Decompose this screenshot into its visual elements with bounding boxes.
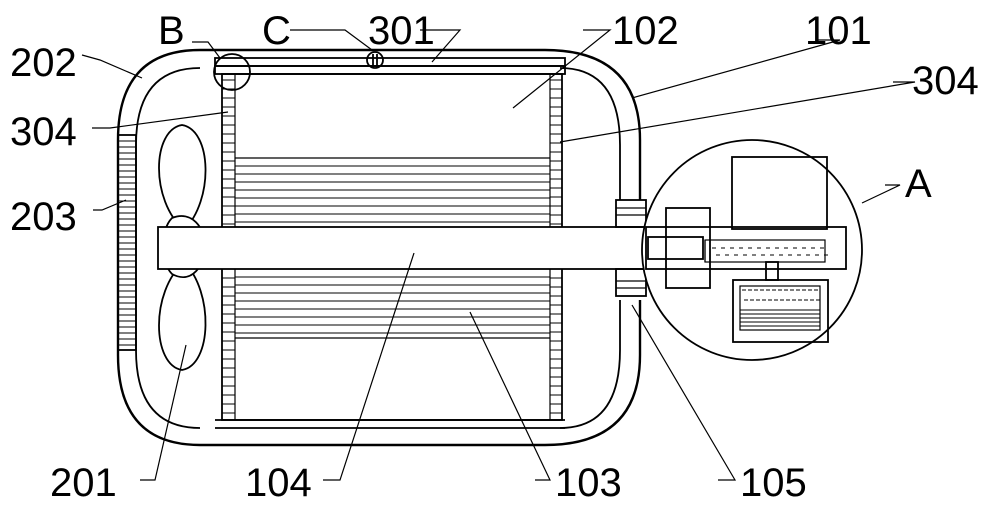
detail-b [214, 54, 250, 90]
label-203: 203 [10, 195, 77, 239]
label-301: 301 [368, 9, 435, 53]
label-304-right: 304 [912, 59, 979, 103]
label-102: 102 [612, 9, 679, 53]
label-b: B [158, 9, 185, 53]
label-304-left: 304 [10, 110, 77, 154]
label-101: 101 [805, 9, 872, 53]
label-105: 105 [740, 461, 807, 505]
label-c: C [262, 9, 291, 53]
label-103: 103 [555, 461, 622, 505]
label-202: 202 [10, 41, 77, 85]
label-201: 201 [50, 461, 117, 505]
label-104: 104 [245, 461, 312, 505]
grille-203 [118, 135, 136, 350]
detail-a [642, 140, 862, 360]
label-a: A [905, 162, 932, 206]
